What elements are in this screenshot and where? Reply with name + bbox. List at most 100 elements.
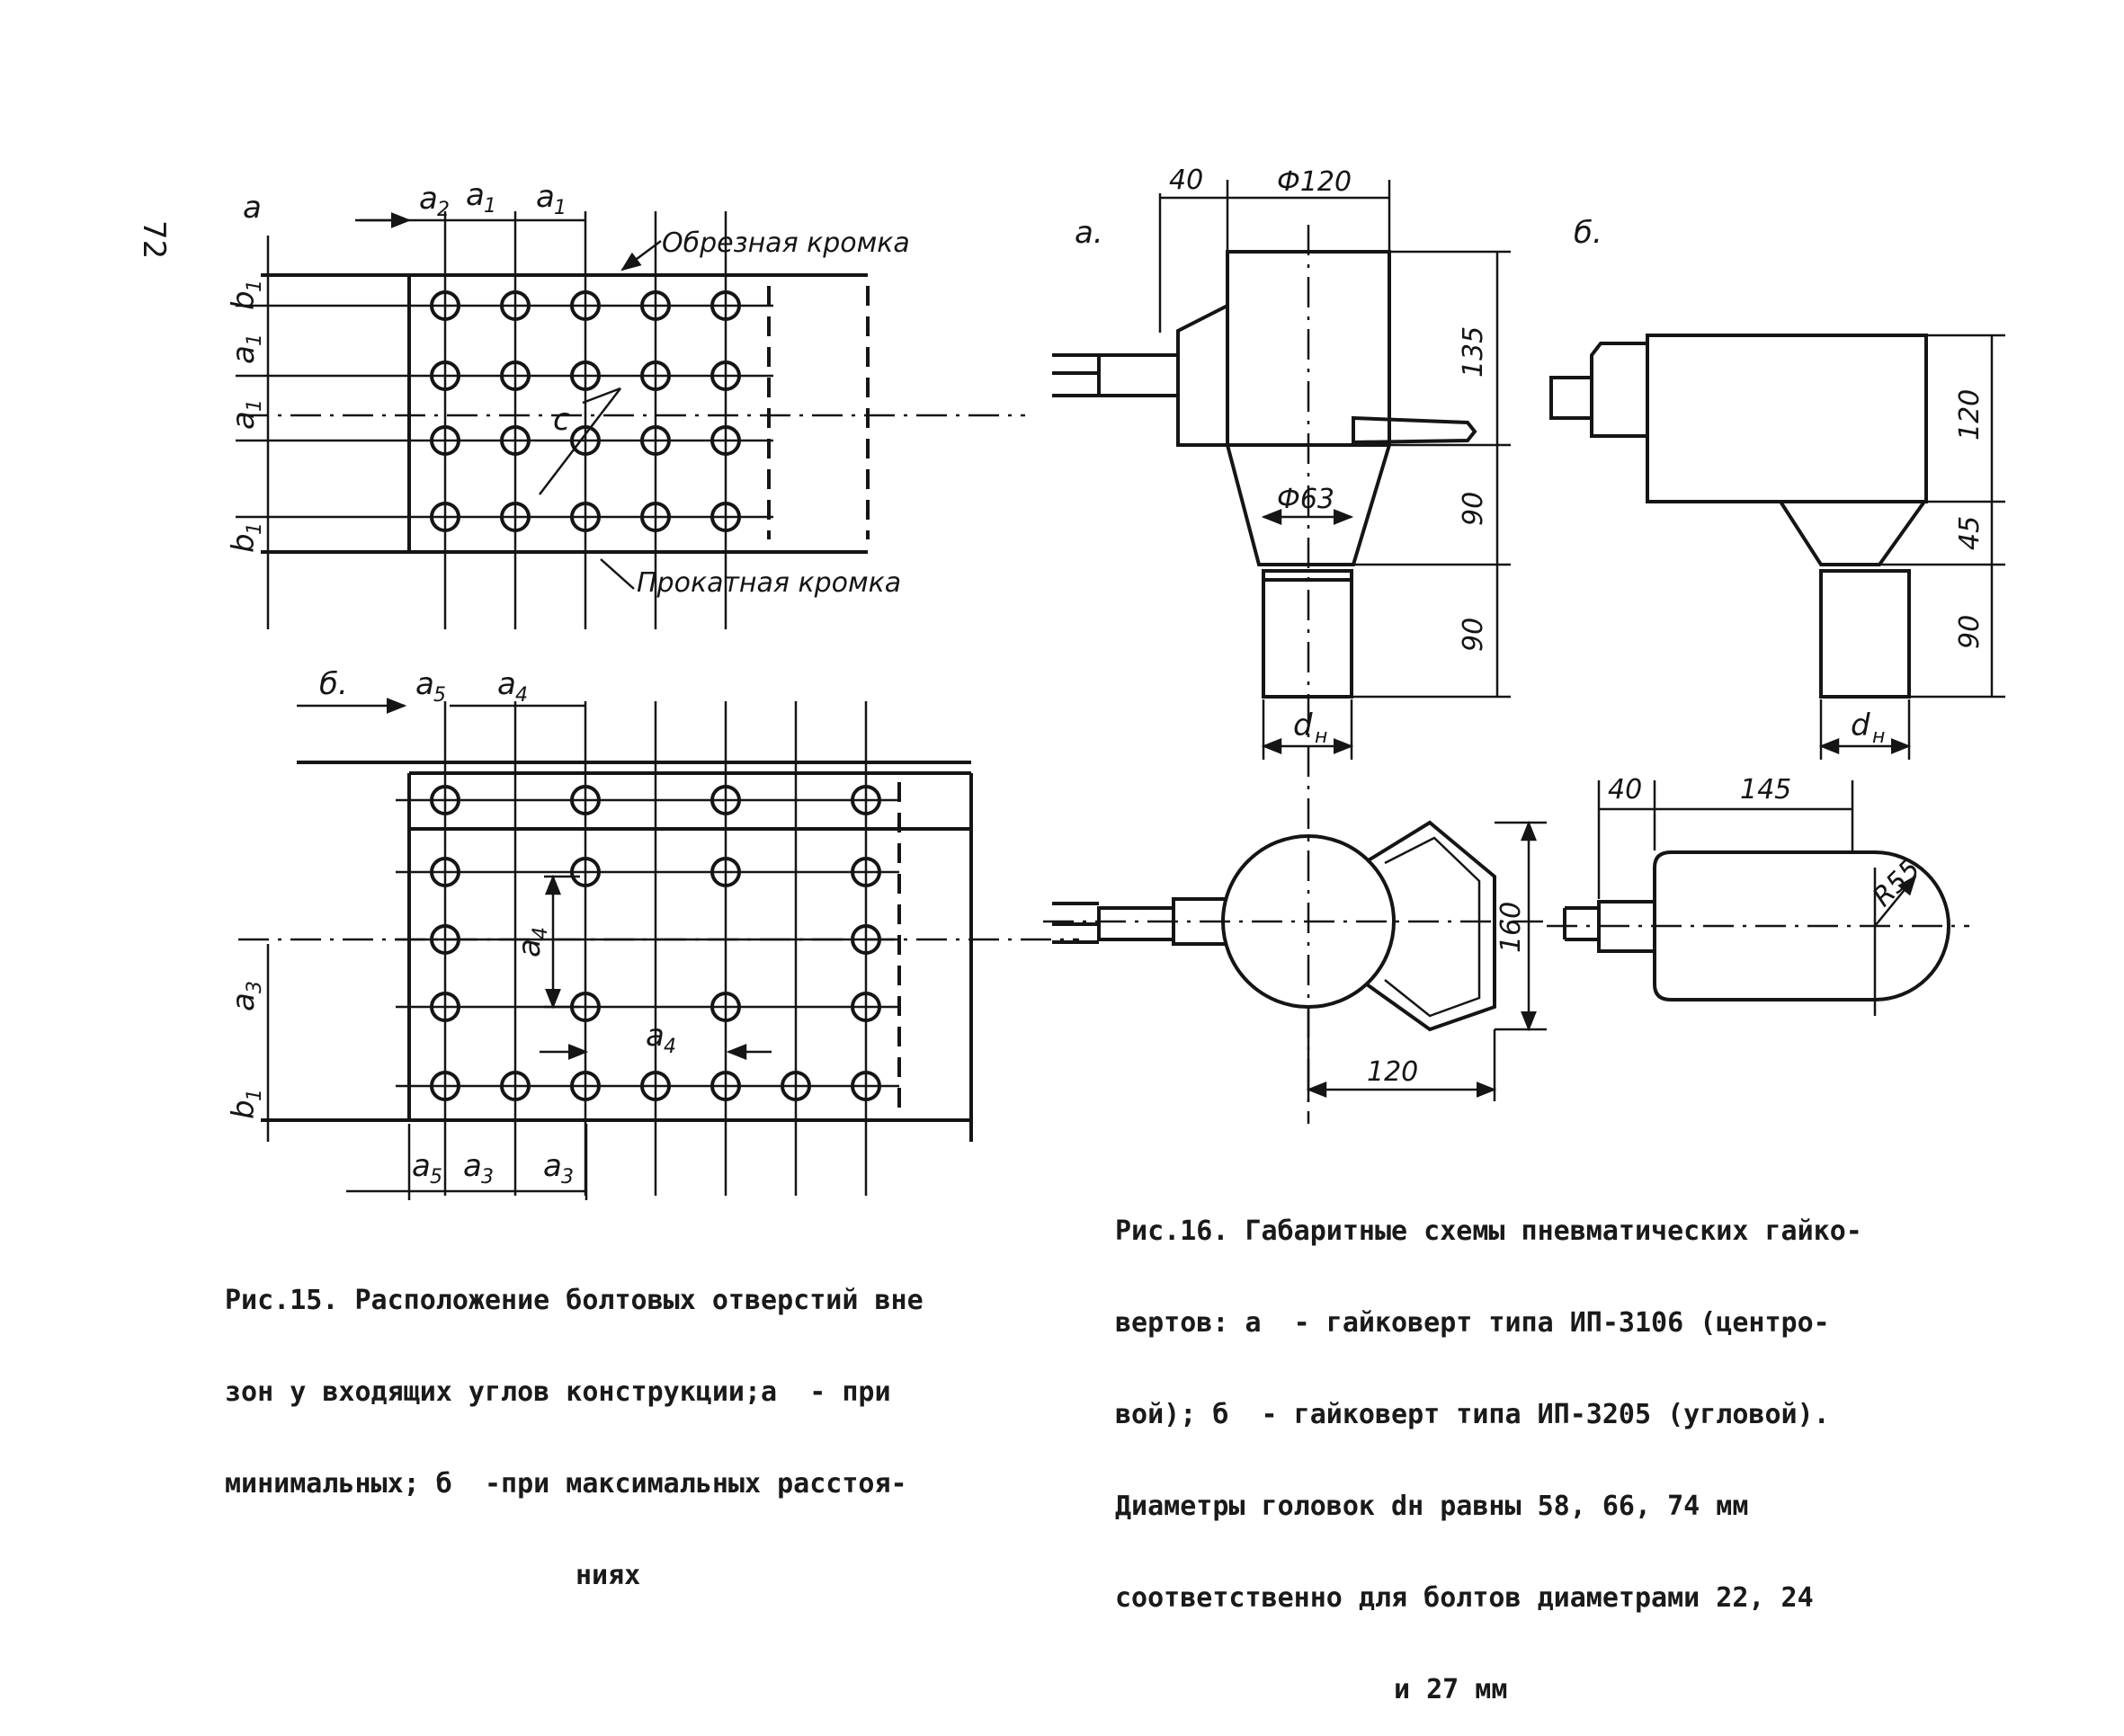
bolt-hole	[851, 857, 881, 887]
fig16-caption-line-4: Диаметры головок dн равны 58, 66, 74 мм	[1115, 1491, 1749, 1522]
svg-text:b: b	[226, 533, 262, 553]
bolt-hole	[570, 502, 601, 532]
bolt-hole	[710, 502, 741, 532]
fig15-a-label: а	[243, 190, 262, 226]
dim-120-b: 120	[1954, 389, 1986, 441]
dim-a3-left: a3	[226, 981, 266, 1011]
svg-text:5: 5	[433, 684, 446, 707]
bolt-hole	[500, 361, 531, 391]
fig16-caption-line-1: Рис.16. Габаритные схемы пневматических …	[1115, 1215, 1862, 1247]
dim-a1-left-a: a1	[226, 334, 266, 364]
dim-b1-left-a-bottom: b1	[226, 522, 266, 553]
svg-text:a: a	[536, 179, 555, 215]
fig16-b-label: б.	[1574, 215, 1602, 251]
dim-90-lower: 90	[1458, 618, 1489, 652]
bolt-hole	[570, 290, 601, 321]
bolt-hole	[430, 857, 460, 887]
bolt-hole	[570, 425, 601, 456]
fig16-caption-line-3: вой); б - гайковерт типа ИП-3205 (углово…	[1115, 1399, 1830, 1430]
bolt-hole	[570, 361, 601, 391]
bolt-hole	[430, 785, 460, 815]
fig16-caption-line-2: вертов: а - гайковерт типа ИП-3106 (цент…	[1115, 1307, 1830, 1339]
bolt-hole	[500, 1071, 531, 1101]
bolt-hole	[640, 290, 671, 321]
bolt-hole	[430, 924, 460, 955]
bolt-hole	[710, 425, 741, 456]
edge-bottom-label: Прокатная кромка	[637, 567, 901, 599]
svg-text:a: a	[543, 1148, 562, 1184]
svg-text:1: 1	[244, 399, 266, 412]
bolt-hole	[640, 425, 671, 456]
fig16-caption-line-6: и 27 мм	[1394, 1674, 1508, 1705]
svg-text:a: a	[419, 181, 438, 217]
svg-text:4: 4	[664, 1036, 676, 1058]
dim-a-left-a: a1	[226, 399, 266, 430]
fig15-b-label: б.	[319, 666, 348, 702]
bolt-hole	[710, 290, 741, 321]
bolt-hole	[430, 425, 460, 456]
bolt-hole	[781, 1071, 811, 1101]
bolt-hole	[430, 361, 460, 391]
svg-text:1: 1	[484, 195, 496, 218]
svg-text:a: a	[226, 993, 262, 1011]
svg-text:a: a	[463, 1148, 482, 1184]
fig15-caption-line-3: минимальных; б -при максимальных расстоя…	[225, 1468, 907, 1500]
svg-text:a: a	[646, 1018, 665, 1054]
fig15-caption-line-2: зон у входящих углов конструкции;а - при	[225, 1376, 891, 1408]
svg-text:a: a	[512, 939, 548, 957]
bolt-hole	[640, 1071, 671, 1101]
fig16-panel-a-plan: 160 120	[1043, 820, 1547, 1101]
bolt-hole	[710, 857, 741, 887]
bolt-hole	[430, 992, 460, 1022]
dim-45-b: 45	[1954, 516, 1986, 550]
bolt-hole	[851, 924, 881, 955]
dim-90-b: 90	[1954, 615, 1986, 649]
bolt-hole	[640, 361, 671, 391]
dim-a4-vertical: a4	[512, 927, 552, 957]
fig16-a-label: а.	[1075, 215, 1103, 251]
dim-b1-left-a: b1	[226, 280, 266, 310]
svg-text:3: 3	[244, 981, 266, 993]
fig16-caption-line-5: соответственно для болтов диаметрами 22,…	[1115, 1582, 1814, 1614]
bolt-hole	[430, 290, 460, 321]
svg-text:a: a	[226, 411, 262, 430]
svg-text:a: a	[415, 666, 434, 702]
svg-text:b: b	[226, 290, 262, 310]
svg-text:a: a	[226, 345, 262, 364]
dim-40-b: 40	[1608, 774, 1642, 806]
bolt-hole	[710, 361, 741, 391]
svg-text:н: н	[1872, 726, 1885, 748]
dim-b1-left-b: b1	[226, 1089, 266, 1119]
svg-text:d: d	[1851, 708, 1870, 743]
dim-145: 145	[1740, 774, 1791, 806]
bolt-hole	[500, 502, 531, 532]
bolt-hole	[500, 425, 531, 456]
bolt-hole	[851, 992, 881, 1022]
bolt-hole	[570, 857, 601, 887]
svg-text:4: 4	[530, 927, 552, 939]
bolt-hole	[570, 785, 601, 815]
fig15-caption-line-1: Рис.15. Расположение болтовых отверстий …	[225, 1285, 924, 1316]
svg-text:1: 1	[244, 280, 266, 292]
svg-text:1: 1	[554, 197, 567, 219]
bolt-hole	[500, 290, 531, 321]
svg-text:a: a	[466, 177, 485, 213]
dim-160: 160	[1495, 902, 1527, 953]
svg-text:1: 1	[244, 334, 266, 346]
bolt-hole	[710, 785, 741, 815]
fig15-caption: Рис.15. Расположение болтовых отверстий …	[225, 1224, 924, 1622]
bolt-hole	[430, 1071, 460, 1101]
dim-90-upper: 90	[1458, 492, 1489, 526]
